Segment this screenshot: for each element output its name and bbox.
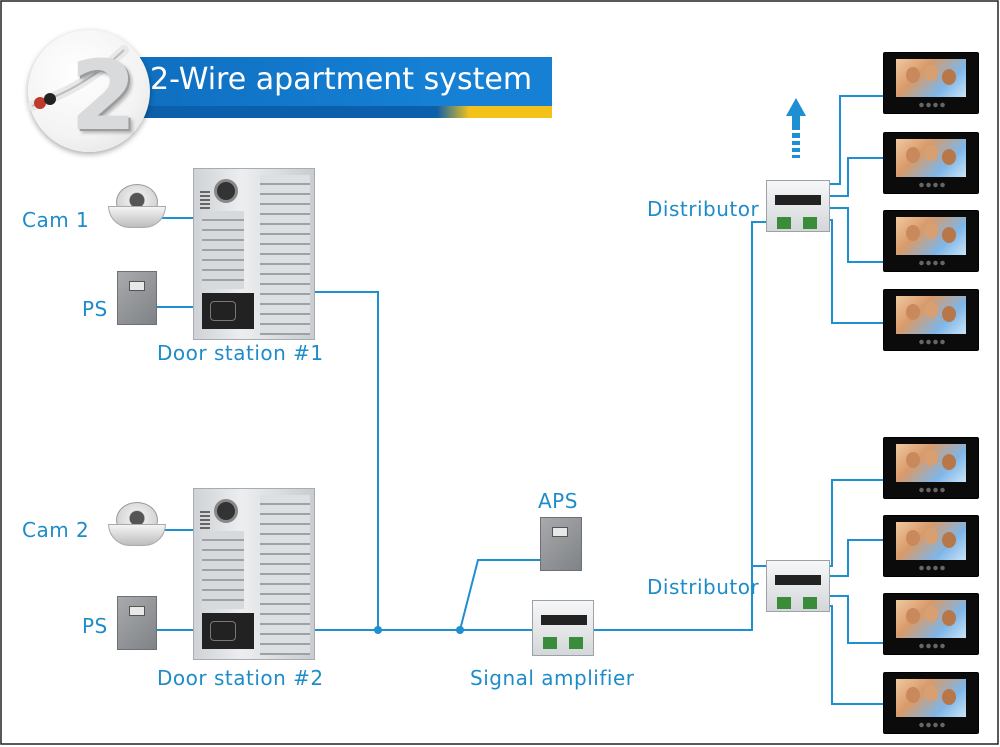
door-station-icon [193,488,315,660]
junction-dot-aps [456,626,464,634]
wire-db-monitor2 [826,539,884,577]
label-ps1: PS [82,297,108,321]
power-supply-icon [117,596,157,650]
monitor-icon [883,289,979,351]
monitor-icon [883,132,979,194]
power-supply-icon [540,517,582,571]
label-distributor-bottom: Distributor [647,575,760,599]
wire-door1-bus [310,291,379,630]
title-band [140,57,552,115]
wire-dt-monitor3 [826,207,884,263]
label-ps2: PS [82,614,108,638]
label-cam1: Cam 1 [22,208,90,232]
label-door-station-2: Door station #2 [157,666,324,690]
label-aps: APS [538,489,578,513]
dome-camera-icon [108,500,166,552]
distributor-icon [766,180,830,232]
wire-dt-monitor2 [826,157,884,197]
title-accent-stripe [140,106,552,118]
label-cam2: Cam 2 [22,518,90,542]
monitor-icon [883,515,979,577]
wire-db-monitor1 [826,479,884,567]
cable-graphic [27,45,129,111]
logo-numeral: 2 [70,40,137,152]
wire-aps-bus [459,559,540,631]
monitor-icon [883,52,979,114]
door-station-icon [193,168,315,340]
label-door-station-1: Door station #1 [157,341,324,365]
monitor-icon [883,593,979,655]
wire-dt-monitor4 [826,219,884,324]
junction-dot-door1 [374,626,382,634]
label-signal-amplifier: Signal amplifier [470,666,635,690]
dome-camera-icon [108,182,166,234]
wire-dt-monitor1 [826,95,884,185]
monitor-icon [883,672,979,734]
distributor-icon [766,560,830,612]
label-distributor-top: Distributor [647,197,760,221]
wire-db-monitor4 [826,605,884,705]
monitor-icon [883,437,979,499]
wire-amplifier-distributor [590,221,768,631]
signal-amplifier-icon [532,600,594,656]
monitor-icon [883,210,979,272]
power-supply-icon [117,271,157,325]
cable-icon [27,30,150,152]
arrow-up-icon [786,98,806,158]
wire-db-monitor3 [826,595,884,644]
page-title: 2-Wire apartment system [150,62,533,97]
